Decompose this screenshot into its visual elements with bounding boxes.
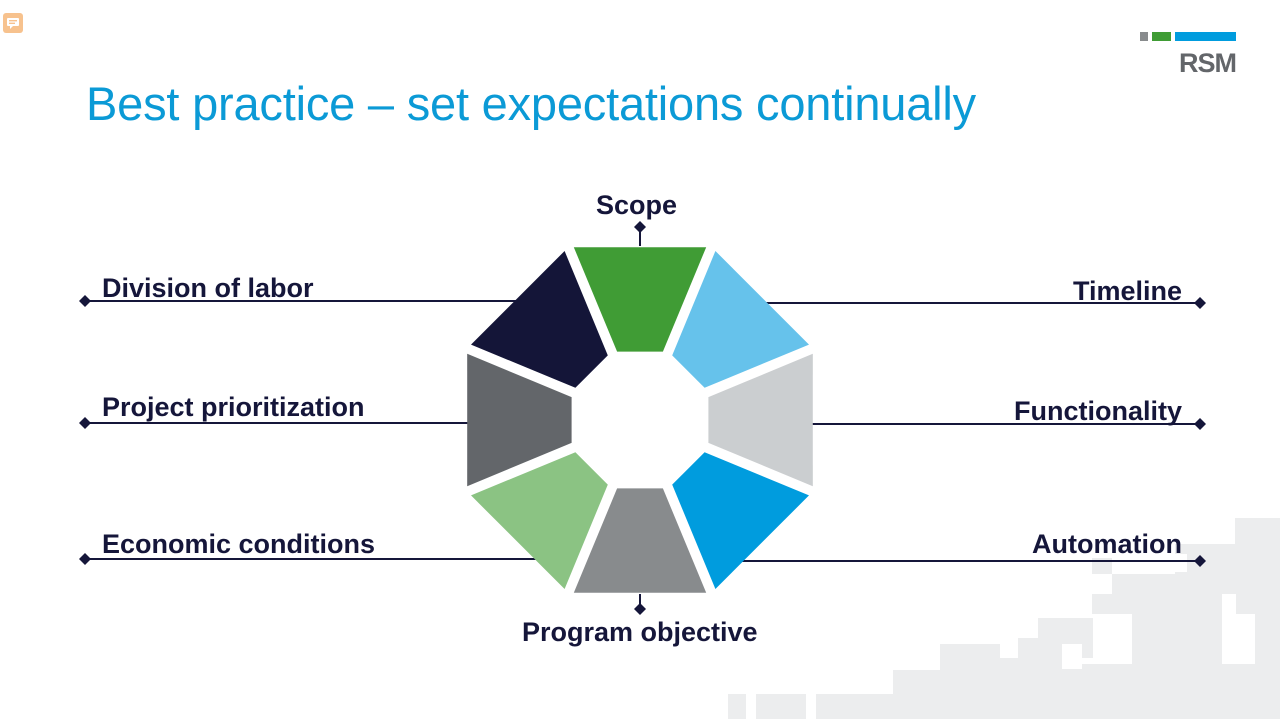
marker-automation bbox=[1194, 555, 1206, 567]
logo-text: RSM bbox=[1179, 48, 1236, 76]
comment-icon[interactable] bbox=[2, 12, 24, 34]
label-division-of-labor: Division of labor bbox=[102, 273, 314, 303]
label-timeline: Timeline bbox=[1072, 276, 1182, 306]
slide-title: Best practice – set expectations continu… bbox=[86, 77, 976, 130]
marker-functionality bbox=[1194, 418, 1206, 430]
marker-project-prioritization bbox=[79, 417, 91, 429]
label-automation: Automation bbox=[1032, 529, 1182, 559]
label-program-objective: Program objective bbox=[522, 617, 758, 647]
segment-functionality bbox=[708, 353, 813, 487]
segment-automation bbox=[672, 452, 809, 589]
connector-markers bbox=[79, 221, 1206, 615]
octagon-segments bbox=[467, 247, 813, 593]
segment-timeline bbox=[672, 251, 809, 388]
label-economic-conditions: Economic conditions bbox=[102, 529, 376, 559]
segment-division-of-labor bbox=[471, 251, 608, 388]
segment-scope bbox=[573, 247, 707, 352]
label-functionality: Functionality bbox=[1014, 396, 1182, 426]
rsm-logo: RSM bbox=[1138, 32, 1238, 78]
segment-economic-conditions bbox=[471, 452, 608, 589]
marker-program-objective bbox=[634, 603, 646, 615]
label-scope: Scope bbox=[596, 190, 678, 220]
marker-scope bbox=[634, 221, 646, 233]
marker-division-of-labor bbox=[79, 295, 91, 307]
segment-project-prioritization bbox=[467, 353, 572, 487]
segment-program-objective bbox=[573, 488, 707, 593]
label-project-prioritization: Project prioritization bbox=[102, 392, 365, 422]
marker-economic-conditions bbox=[79, 553, 91, 565]
marker-timeline bbox=[1194, 297, 1206, 309]
